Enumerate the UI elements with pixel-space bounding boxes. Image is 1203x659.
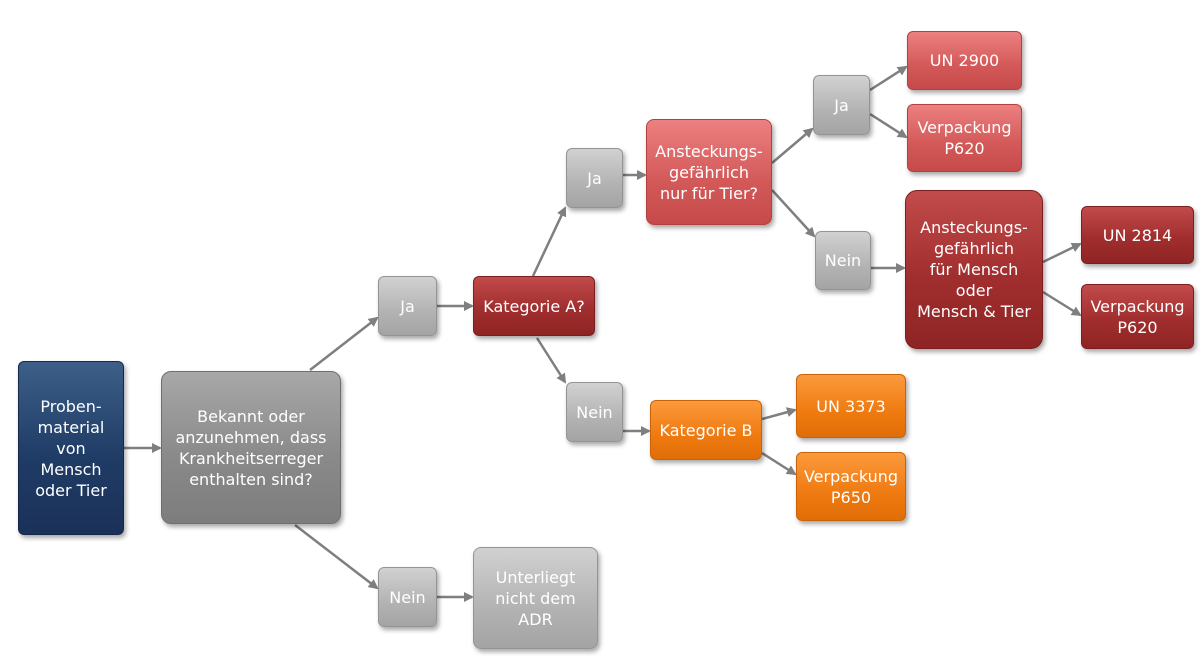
arrow-cat-a-to-no: [535, 337, 567, 384]
human-question: Ansteckungs- gefährlich für Mensch oder …: [905, 190, 1043, 349]
no-cat-a-label: Nein: [576, 402, 613, 422]
arrow-yes-to-un2900: [869, 65, 908, 92]
yes-animal-node: Ja: [813, 75, 870, 135]
animal-only-question-label: Ansteckungs- gefährlich nur für Tier?: [655, 141, 763, 203]
arrow-human-q-to-un2814: [1042, 242, 1082, 264]
packaging-p620-a-node: Verpackung P620: [907, 104, 1022, 172]
arrow-cat-b-to-un3373: [761, 407, 797, 421]
packaging-p620-b-node: Verpackung P620: [1081, 284, 1194, 349]
arrow-human-q-to-p620b: [1042, 290, 1082, 317]
no-cat-a-node: Nein: [566, 382, 623, 442]
start-node: Proben- material von Mensch oder Tier: [18, 361, 124, 535]
category-a-question: Kategorie A?: [473, 276, 595, 336]
category-b-node: Kategorie B: [650, 400, 762, 460]
category-b-label: Kategorie B: [659, 420, 753, 440]
not-adr-node: Unterliegt nicht dem ADR: [473, 547, 598, 649]
start-node-label: Proben- material von Mensch oder Tier: [35, 396, 107, 500]
un-3373-label: UN 3373: [816, 396, 886, 416]
no-animal-label: Nein: [824, 251, 862, 270]
no-known-node: Nein: [378, 567, 437, 627]
un-2814-label: UN 2814: [1102, 225, 1173, 245]
arrow-known-to-no: [294, 524, 379, 590]
arrow-animal-q-to-no: [771, 189, 816, 238]
yes-known-node: Ja: [378, 276, 437, 336]
arrow-cat-b-to-p650: [761, 451, 797, 476]
packaging-p650-node: Verpackung P650: [796, 452, 906, 521]
no-animal-node: Nein: [815, 231, 871, 290]
un-3373-node: UN 3373: [796, 374, 906, 438]
known-pathogens-question: Bekannt oder anzunehmen, dass Krankheits…: [161, 371, 341, 524]
yes-cat-a-node: Ja: [566, 148, 623, 208]
arrow-animal-q-to-yes: [771, 127, 814, 164]
packaging-p620-b-label: Verpackung P620: [1090, 296, 1185, 337]
no-known-label: Nein: [389, 587, 426, 607]
packaging-p650-label: Verpackung P650: [803, 466, 899, 507]
arrow-cat-a-to-yes: [531, 206, 567, 277]
un-2900-label: UN 2900: [929, 51, 1000, 70]
yes-known-label: Ja: [400, 296, 415, 316]
category-a-question-label: Kategorie A?: [483, 296, 585, 316]
un-2814-node: UN 2814: [1081, 206, 1194, 264]
not-adr-label: Unterliegt nicht dem ADR: [495, 567, 576, 629]
arrow-yes-to-p620a: [869, 112, 908, 139]
known-pathogens-question-label: Bekannt oder anzunehmen, dass Krankheits…: [175, 406, 327, 489]
animal-only-question: Ansteckungs- gefährlich nur für Tier?: [646, 119, 772, 225]
arrow-known-to-yes: [309, 316, 379, 371]
yes-cat-a-label: Ja: [587, 168, 602, 188]
human-question-label: Ansteckungs- gefährlich für Mensch oder …: [917, 218, 1031, 321]
yes-animal-label: Ja: [834, 95, 849, 115]
un-2900-node: UN 2900: [907, 31, 1022, 90]
packaging-p620-a-label: Verpackung P620: [917, 118, 1012, 158]
